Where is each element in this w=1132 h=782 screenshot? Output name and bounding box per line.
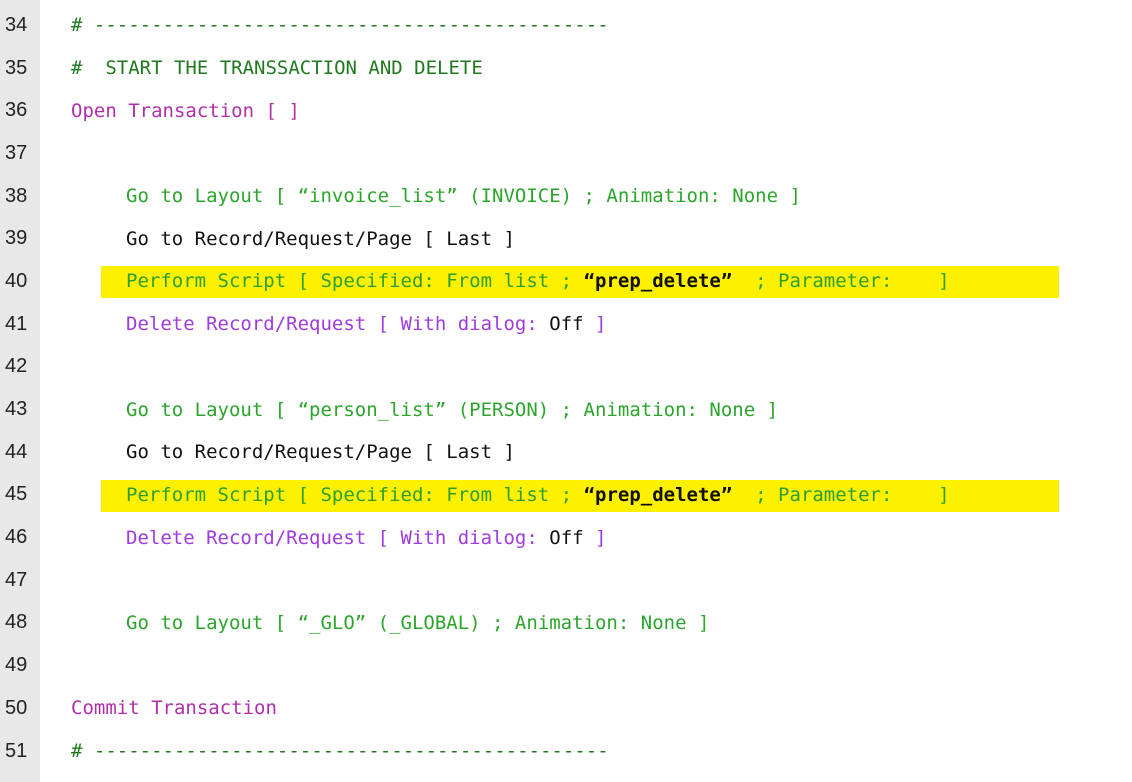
line-highlight [101, 479, 1059, 512]
line-number: 39 [5, 227, 28, 250]
step-text: Perform Script [ Specified: From list ; [126, 483, 584, 506]
line-number: 41 [5, 312, 28, 335]
line-number: 43 [5, 398, 28, 421]
script-line[interactable]: 34 # -----------------------------------… [0, 4, 1132, 47]
perform-script-step: Perform Script [ Specified: From list ; … [126, 474, 950, 517]
script-line[interactable]: 43 Go to Layout [ “person_list” (PERSON)… [0, 388, 1132, 431]
step-text: Delete Record/Request [ With dialog: [126, 526, 550, 549]
line-number: 51 [5, 739, 28, 762]
step-text: Delete Record/Request [ With dialog: [126, 313, 550, 336]
option-value: Off [549, 526, 584, 549]
delete-record-step: Delete Record/Request [ With dialog: Off… [126, 303, 606, 346]
script-line[interactable]: 35 # START THE TRANSSACTION AND DELETE [0, 47, 1132, 90]
script-line[interactable]: 50 Commit Transaction [0, 687, 1132, 730]
script-line[interactable]: 37 [0, 132, 1132, 175]
script-line[interactable]: 51 # -----------------------------------… [0, 730, 1132, 773]
script-line-highlighted[interactable]: 40 Perform Script [ Specified: From list… [0, 260, 1132, 303]
script-line[interactable]: 48 Go to Layout [ “_GLO” (_GLOBAL) ; Ani… [0, 602, 1132, 645]
script-line[interactable]: 49 [0, 644, 1132, 687]
script-editor[interactable]: 34 # -----------------------------------… [0, 4, 1132, 772]
line-highlight [101, 266, 1059, 299]
line-number: 37 [5, 141, 28, 164]
line-number: 35 [5, 56, 28, 79]
line-number: 47 [5, 568, 28, 591]
line-number: 40 [5, 269, 28, 292]
script-line[interactable]: 46 Delete Record/Request [ With dialog: … [0, 516, 1132, 559]
open-transaction-step: Open Transaction [ ] [71, 99, 300, 122]
step-text: ] [583, 313, 607, 336]
step-text: ; Parameter: ] [732, 483, 950, 506]
script-line[interactable]: 39 Go to Record/Request/Page [ Last ] [0, 217, 1132, 260]
perform-script-step: Perform Script [ Specified: From list ; … [126, 260, 950, 303]
script-line-highlighted[interactable]: 45 Perform Script [ Specified: From list… [0, 474, 1132, 517]
option-value: Off [549, 313, 584, 336]
line-number: 48 [5, 611, 28, 634]
go-to-layout-step: Go to Layout [ “person_list” (PERSON) ; … [126, 398, 779, 421]
go-to-record-step: Go to Record/Request/Page [ Last ] [126, 441, 515, 464]
step-text: ; Parameter: ] [732, 270, 950, 293]
line-number: 36 [5, 99, 28, 122]
delete-record-step: Delete Record/Request [ With dialog: Off… [126, 516, 606, 559]
script-line[interactable]: 44 Go to Record/Request/Page [ Last ] [0, 431, 1132, 474]
script-name: “prep_delete” [583, 483, 733, 506]
script-line[interactable]: 36 Open Transaction [ ] [0, 89, 1132, 132]
comment-step: # --------------------------------------… [71, 740, 609, 763]
go-to-layout-step: Go to Layout [ “invoice_list” (INVOICE) … [126, 185, 801, 208]
commit-transaction-step: Commit Transaction [71, 697, 277, 720]
script-name: “prep_delete” [583, 270, 733, 293]
line-number: 44 [5, 440, 28, 463]
script-line[interactable]: 42 [0, 346, 1132, 389]
line-number: 46 [5, 526, 28, 549]
script-line[interactable]: 47 [0, 559, 1132, 602]
step-text: ] [583, 526, 607, 549]
line-number: 45 [5, 483, 28, 506]
line-number: 49 [5, 654, 28, 677]
step-text: Perform Script [ Specified: From list ; [126, 270, 584, 293]
line-number: 38 [5, 184, 28, 207]
script-line[interactable]: 38 Go to Layout [ “invoice_list” (INVOIC… [0, 175, 1132, 218]
line-number: 42 [5, 355, 28, 378]
go-to-layout-step: Go to Layout [ “_GLO” (_GLOBAL) ; Animat… [126, 611, 710, 634]
go-to-record-step: Go to Record/Request/Page [ Last ] [126, 227, 515, 250]
line-number-gutter [0, 0, 40, 782]
line-number: 50 [5, 696, 28, 719]
comment-step: # START THE TRANSSACTION AND DELETE [71, 57, 483, 80]
line-number: 34 [5, 13, 28, 36]
comment-step: # --------------------------------------… [71, 14, 609, 37]
script-line[interactable]: 41 Delete Record/Request [ With dialog: … [0, 303, 1132, 346]
